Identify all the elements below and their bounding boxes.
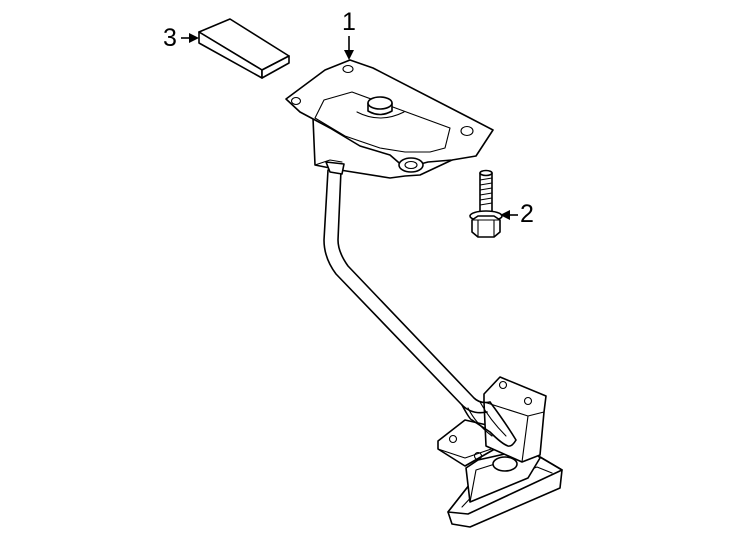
callout-3-leader bbox=[181, 33, 199, 43]
bolt-icon bbox=[469, 169, 503, 238]
cable-rod bbox=[323, 169, 517, 447]
callout-2-leader bbox=[500, 210, 518, 220]
spare-tire-carrier-icon bbox=[285, 59, 563, 528]
hoist-base bbox=[437, 376, 563, 528]
pad-icon bbox=[198, 18, 290, 79]
callout-1-label: 1 bbox=[342, 8, 356, 36]
callout-2-label: 2 bbox=[520, 200, 534, 228]
callout-3-label: 3 bbox=[163, 24, 177, 52]
callout-1-leader bbox=[344, 36, 354, 60]
upper-bracket bbox=[285, 59, 494, 179]
